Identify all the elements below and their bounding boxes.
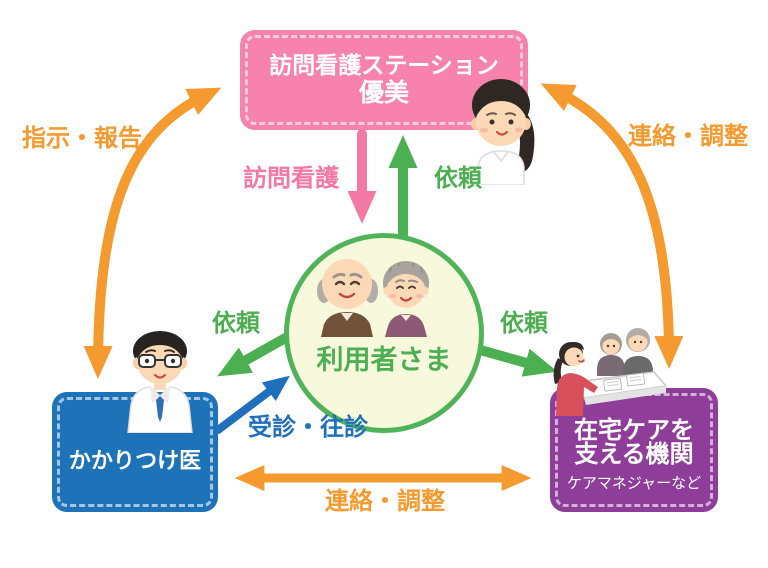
arrow-station-careorg: [540, 83, 684, 369]
user-label: 利用者さま: [316, 345, 452, 375]
arrow-doctor-station: [83, 87, 222, 379]
arrow-request-doctor: [217, 331, 294, 377]
label-request-right: 依頼: [500, 310, 548, 337]
doctor-illustration: [127, 331, 193, 433]
elderly-couple-illustration: [317, 259, 429, 337]
arrow-consult-visit: [214, 375, 290, 434]
label-instruction-report: 指示・報告: [22, 125, 142, 152]
family-doctor-label: かかりつけ医: [68, 448, 202, 473]
label-contact-adjust-bottom: 連絡・調整: [325, 488, 445, 515]
care-consultation-illustration: [553, 328, 668, 416]
label-consult-visit: 受診・往診: [248, 414, 368, 441]
care-org-line2: 支える機関: [574, 441, 694, 468]
label-request-left: 依頼: [212, 310, 260, 337]
care-org-line1: 在宅ケアを: [574, 417, 694, 444]
care-org-note: ケアマネジャーなど: [566, 475, 702, 492]
label-request-top: 依頼: [434, 165, 482, 192]
nurse-illustration: [471, 79, 535, 185]
node-user: 利用者さま: [284, 233, 484, 433]
nursing-station-title: 訪問看護ステーション: [269, 52, 499, 79]
nursing-station-name: 優美: [358, 78, 409, 107]
label-contact-adjust-right: 連絡・調整: [628, 123, 748, 150]
label-visiting-nursing: 訪問看護: [243, 165, 339, 192]
node-nursing-station: 訪問看護ステーション 優美: [240, 30, 528, 130]
